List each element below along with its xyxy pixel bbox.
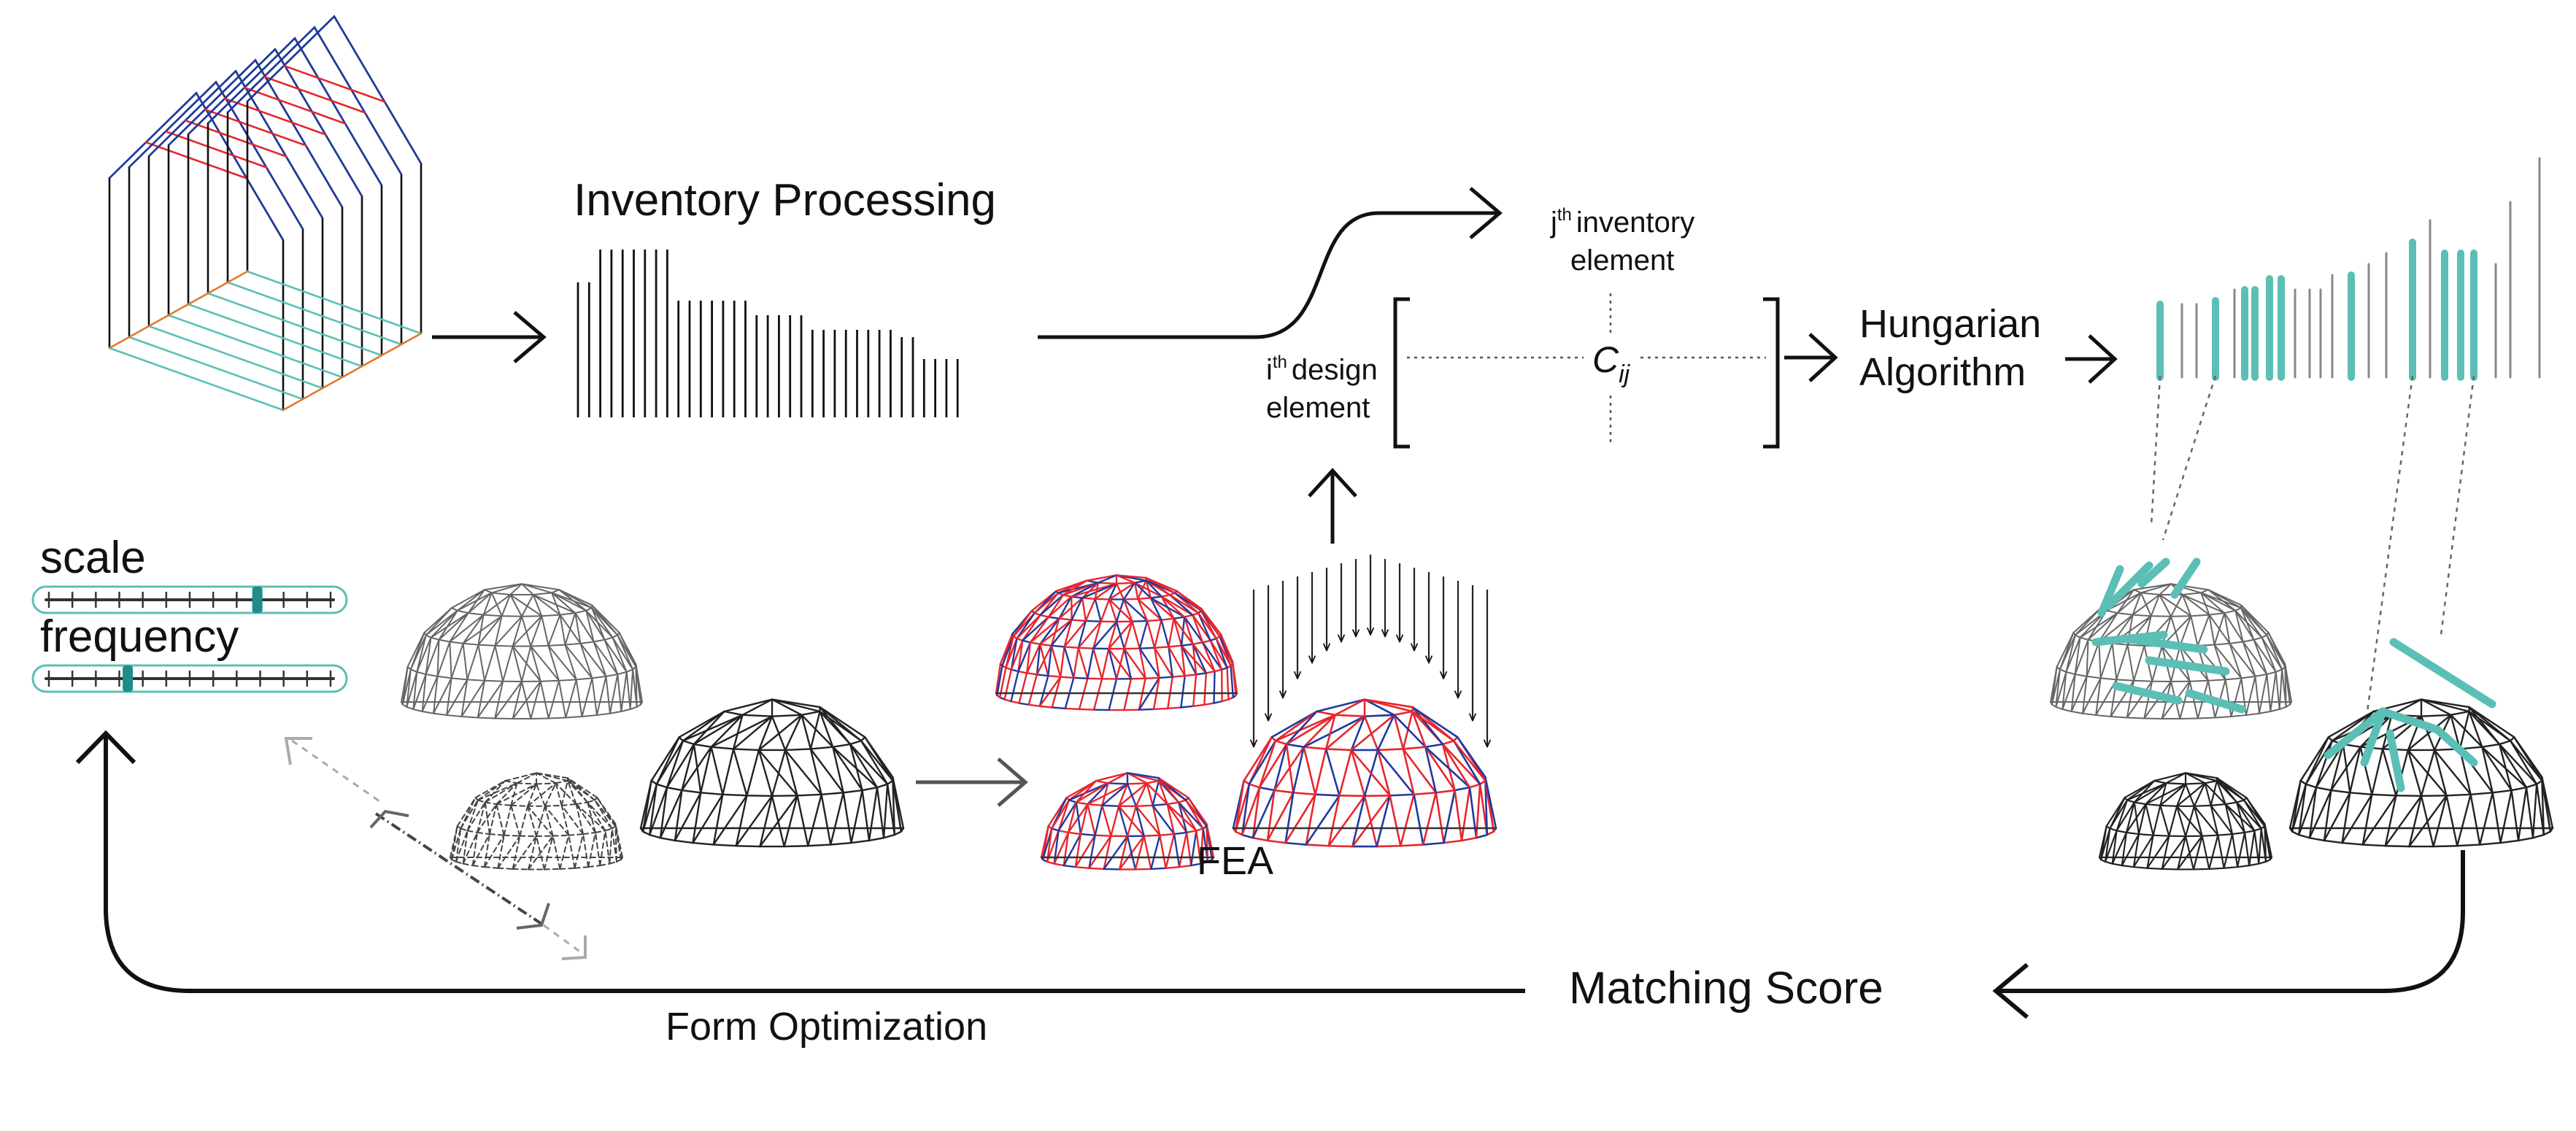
matched-member	[2185, 689, 2246, 714]
fea-dome-small	[1040, 772, 1215, 871]
matched-dome-small	[2098, 772, 2273, 871]
svg-text:Hungarian: Hungarian	[1859, 302, 2041, 346]
matched-member	[2360, 707, 2387, 767]
matched-member	[2433, 725, 2478, 767]
form-optimization-label: Form Optimization	[666, 1005, 987, 1049]
house-frame	[226, 26, 403, 344]
inventory-processing-title: Inventory Processing	[574, 175, 996, 225]
design-dome-small-dashed	[450, 772, 623, 871]
matched-member	[2389, 638, 2496, 709]
parameter-sliders: scale frequency	[31, 533, 348, 693]
matched-member	[2097, 565, 2124, 617]
arrow-to-fea	[916, 757, 1028, 807]
arrow-to-inventory	[432, 311, 547, 363]
house-frame	[147, 69, 324, 388]
scale-arrows-icon	[284, 737, 587, 960]
fea-dome-top	[995, 574, 1238, 711]
fea-dome-large	[1232, 698, 1497, 848]
frequency-label: frequency	[40, 611, 239, 662]
matched-inventory-bars	[2156, 157, 2541, 381]
match-connectors	[2150, 375, 2475, 734]
cost-symbol: Cij	[1592, 339, 1631, 388]
svg-text:element: element	[1570, 244, 1674, 277]
matched-member	[2386, 729, 2405, 792]
house-frame	[246, 15, 423, 333]
matched-member	[2137, 557, 2170, 588]
matched-member	[2378, 707, 2442, 734]
inventory-bars	[576, 250, 959, 417]
cost-matrix: Cij	[1393, 293, 1780, 449]
matched-member	[2145, 656, 2230, 676]
design-dome-right	[639, 698, 905, 848]
arrow-to-matched-bars	[2065, 334, 2118, 384]
matched-member	[2324, 707, 2387, 760]
house-frame	[207, 36, 383, 355]
matched-member	[2105, 561, 2153, 610]
house-frame	[128, 80, 304, 399]
matched-members	[2091, 557, 2496, 792]
slider-handle	[123, 665, 134, 692]
matched-member	[2119, 634, 2208, 654]
hungarian-algorithm-label: Hungarian Algorithm	[1859, 302, 2041, 394]
arrow-to-cost-matrix	[1038, 187, 1503, 339]
house-frame	[187, 47, 363, 366]
design-dome-large	[401, 583, 643, 720]
slider-handle	[252, 587, 263, 613]
matching-score-label: Matching Score	[1569, 963, 1883, 1014]
svg-text:Algorithm: Algorithm	[1859, 350, 2026, 394]
matched-member	[2112, 682, 2183, 705]
arrow-fea-to-matrix	[1308, 468, 1357, 544]
svg-text:element: element	[1266, 392, 1370, 424]
fea-label: FEA	[1197, 839, 1273, 883]
frequency-slider[interactable]	[31, 664, 348, 693]
feedback-loop-arrow	[75, 730, 2465, 1019]
house-frames-icon	[108, 15, 423, 412]
house-frame	[167, 58, 344, 377]
house-frame	[108, 91, 285, 410]
scale-label: scale	[40, 533, 146, 583]
matched-member	[2170, 557, 2201, 599]
arrow-to-hungarian	[1784, 333, 1838, 382]
scale-slider[interactable]	[31, 585, 348, 614]
force-arrows-icon	[1254, 555, 1487, 747]
